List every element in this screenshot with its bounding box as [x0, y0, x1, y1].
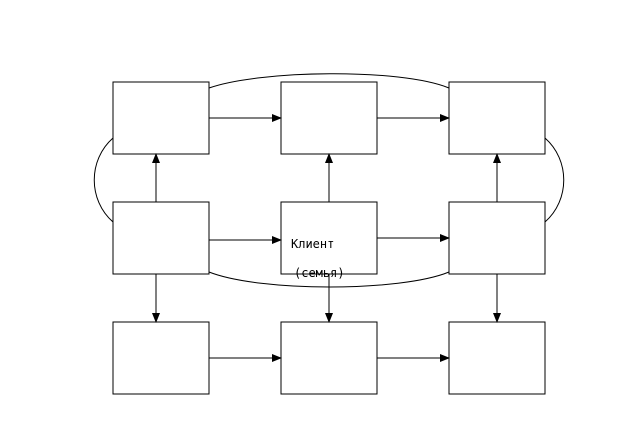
client-label: Клиент — [291, 237, 334, 251]
box-bottom-center — [280, 321, 378, 395]
box-bottom-right — [448, 321, 546, 395]
box-bottom-left — [112, 321, 210, 395]
top-arc-connector — [208, 73, 450, 89]
bottom-arc-connector — [208, 271, 450, 288]
right-arc-connector — [544, 137, 565, 223]
box-top-right — [448, 81, 546, 155]
box-top-left — [112, 81, 210, 155]
box-top-center — [280, 81, 378, 155]
box-middle-right — [448, 201, 546, 275]
box-middle-left — [112, 201, 210, 275]
left-arc-connector — [93, 137, 114, 223]
family-label: (семья) — [294, 266, 345, 280]
